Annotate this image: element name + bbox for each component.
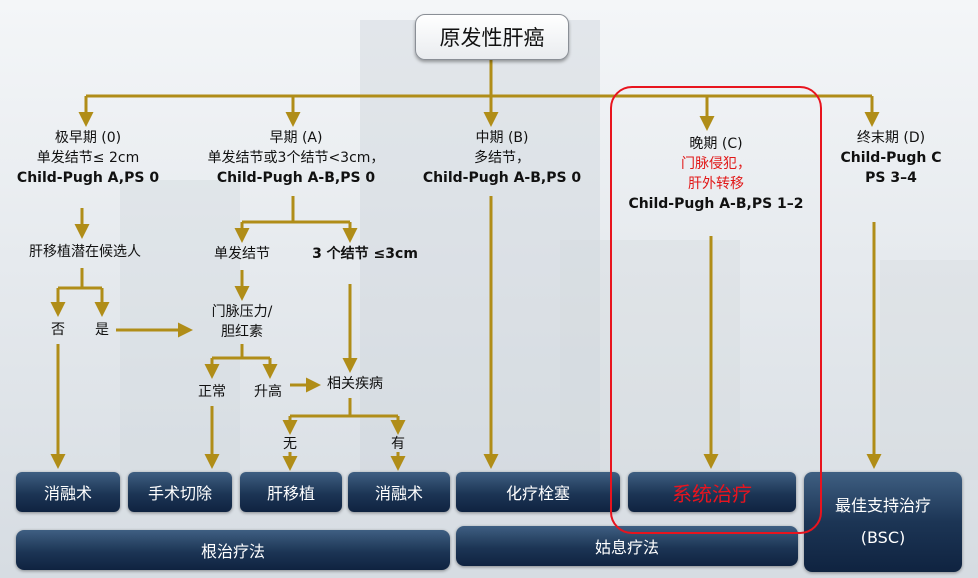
stage-terminal-line1: Child-Pugh C <box>840 150 942 166</box>
treatment-resection: 手术切除 <box>128 472 232 512</box>
best-support-line1: 最佳支持治疗 <box>834 496 931 515</box>
stage-advanced-line3: Child-Pugh A-B,PS 1–2 <box>628 196 804 212</box>
stage-early-line2: Child-Pugh A-B,PS 0 <box>216 170 376 186</box>
node-portal-pressure-line1: 门脉压力/ <box>211 304 273 320</box>
node-related-disease: 相关疾病 <box>327 376 383 392</box>
stage-advanced: 晚期 (C) 门脉侵犯， 肝外转移 Child-Pugh A-B,PS 1–2 <box>614 134 818 214</box>
node-no: 否 <box>51 322 65 338</box>
node-single-nodule: 单发结节 <box>214 246 270 262</box>
node-three-nodules: 3 个结节 ≤3cm <box>312 246 418 262</box>
treatment-tace: 化疗栓塞 <box>456 472 620 512</box>
node-yes: 是 <box>95 322 109 338</box>
stage-terminal: 终末期 (D) Child-Pugh C PS 3–4 <box>822 128 960 188</box>
stage-early-title: 早期 (A) <box>269 130 323 146</box>
highlight-outline-advanced <box>610 86 822 534</box>
stage-terminal-title: 终末期 (D) <box>856 130 926 146</box>
stage-intermediate-line2: Child-Pugh A-B,PS 0 <box>422 170 582 186</box>
stage-early-line1: 单发结节或3个结节<3cm， <box>207 150 385 166</box>
node-normal: 正常 <box>198 384 226 400</box>
treatment-systemic: 系统治疗 <box>628 472 796 512</box>
stage-very-early: 极早期 (0) 单发结节≤ 2cm Child-Pugh A,PS 0 <box>14 128 162 188</box>
node-transplant-candidate: 肝移植潜在候选人 <box>29 244 141 260</box>
treatment-liver-transplant: 肝移植 <box>240 472 342 512</box>
stage-early: 早期 (A) 单发结节或3个结节<3cm， Child-Pugh A-B,PS … <box>196 128 396 188</box>
treatment-ablation-1: 消融术 <box>16 472 120 512</box>
stage-very-early-line2: Child-Pugh A,PS 0 <box>16 170 160 186</box>
node-portal-pressure-line2: 胆红素 <box>221 324 263 340</box>
treatment-best-support: 最佳支持治疗 (BSC) <box>804 472 962 572</box>
node-none: 无 <box>283 436 297 452</box>
stage-intermediate: 中期 (B) 多结节， Child-Pugh A-B,PS 0 <box>410 128 594 188</box>
stage-advanced-title: 晚期 (C) <box>689 136 743 152</box>
root-node: 原发性肝癌 <box>415 14 569 60</box>
category-curative: 根治疗法 <box>16 530 450 570</box>
stage-very-early-line1: 单发结节≤ 2cm <box>36 150 140 166</box>
treatment-ablation-2: 消融术 <box>348 472 450 512</box>
node-present: 有 <box>391 436 405 452</box>
stage-very-early-title: 极早期 (0) <box>54 130 122 146</box>
stage-intermediate-line1: 多结节， <box>474 150 530 166</box>
node-elevated: 升高 <box>254 384 282 400</box>
stage-terminal-line2: PS 3–4 <box>865 170 917 186</box>
node-portal-pressure: 门脉压力/ 胆红素 <box>194 302 290 342</box>
stage-intermediate-title: 中期 (B) <box>475 130 529 146</box>
stage-advanced-line2: 肝外转移 <box>688 176 744 192</box>
stage-advanced-line1: 门脉侵犯， <box>681 156 751 172</box>
best-support-line2: (BSC) <box>860 528 906 547</box>
